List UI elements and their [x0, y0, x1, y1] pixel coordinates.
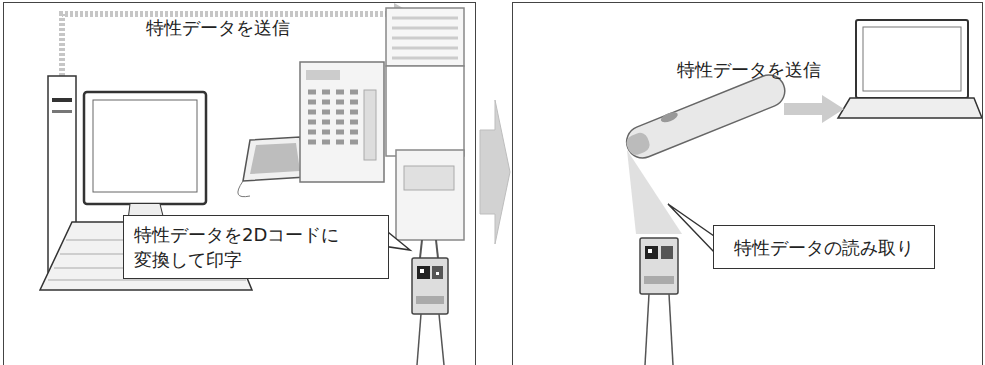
- monitor-screen: [93, 100, 197, 192]
- 2d-code: [661, 246, 673, 259]
- sensor-marking: [416, 296, 444, 304]
- drive-slot: [52, 110, 72, 113]
- arrow-head: [822, 95, 844, 123]
- scan-beam: [627, 150, 682, 234]
- laptop-display: [863, 27, 961, 91]
- scanner-body: [622, 70, 790, 163]
- marker-body: [386, 66, 464, 156]
- touch-screen: [250, 143, 300, 174]
- laptop-base: [838, 98, 982, 118]
- callout-box: 特性データを2Dコードに 変換して印字: [123, 215, 389, 279]
- marker-fins: [392, 18, 458, 58]
- marker-controller: [300, 62, 384, 182]
- scanner-trigger: [659, 110, 679, 124]
- 2d-code-cell: [648, 249, 652, 253]
- marker-head: [396, 150, 464, 240]
- laptop-screen: [856, 20, 968, 98]
- 2d-code: [417, 266, 430, 279]
- step-panel: 特性データを送信特性データを2Dコードに 変換して印字: [3, 2, 476, 365]
- handheld-scanner: [621, 69, 789, 163]
- sensor-part: [412, 258, 448, 314]
- marker-beam: [436, 240, 438, 258]
- sensor-marking: [644, 276, 674, 284]
- sensor-lead: [669, 294, 673, 365]
- callout-box: 特性データの読み取り: [713, 225, 935, 269]
- drive-slot: [52, 98, 72, 102]
- controller-buttons: [308, 92, 358, 142]
- sensor-lead: [645, 294, 649, 365]
- 2d-code: [645, 246, 658, 259]
- flow-arrow: [480, 100, 510, 244]
- panel-cable: [238, 181, 250, 197]
- sensor-lead: [439, 314, 444, 365]
- scanner-window: [624, 130, 652, 157]
- 2d-code: [432, 266, 443, 279]
- 2d-code-cell: [420, 269, 424, 273]
- step-label: 特性データを送信: [677, 59, 821, 81]
- pc-monitor: [84, 92, 206, 204]
- controller-label: [306, 70, 340, 80]
- callout-text: 特性データを2Dコードに 変換して印字: [134, 222, 378, 272]
- callout-text: 特性データの読み取り: [734, 235, 914, 260]
- controller-vent: [364, 90, 376, 160]
- sensor-lead: [417, 314, 421, 365]
- callout-pointer: [668, 204, 714, 252]
- step-panel: 特性データを送信特性データの読み取り: [512, 2, 983, 365]
- 2d-code-cell: [436, 272, 439, 275]
- sensor-part: [640, 238, 678, 294]
- marker-beam: [420, 240, 422, 258]
- marker-window: [404, 166, 454, 190]
- connector-layer: [480, 100, 510, 244]
- data-send-arrow: [784, 103, 824, 115]
- step-label: 特性データを送信: [146, 17, 290, 39]
- touch-panel: [243, 137, 306, 181]
- marker-top: [386, 8, 464, 66]
